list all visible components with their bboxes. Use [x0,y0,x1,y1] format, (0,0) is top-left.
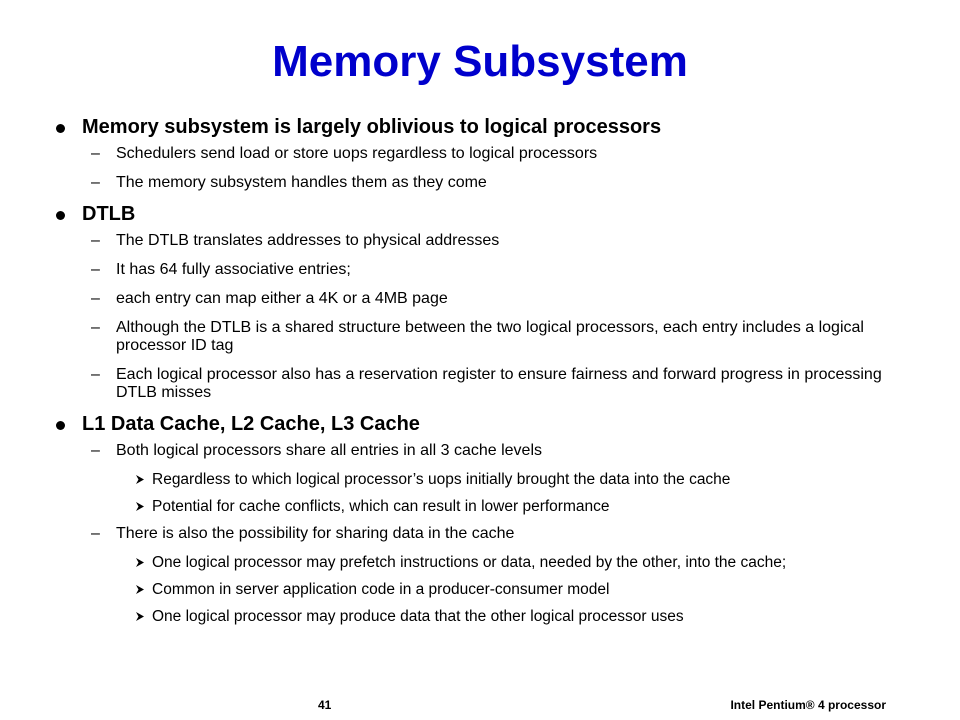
bullet-text: L1 Data Cache, L2 Cache, L3 Cache [82,413,420,435]
filled-circle-bullet-icon [56,211,65,220]
dash-marker: – [91,261,100,278]
dash-marker: – [91,145,100,162]
bullet-level3: Regardless to which logical processor’s … [56,471,906,488]
filled-circle-bullet-icon [56,124,65,133]
arrowhead-bullet-icon [136,585,144,594]
bullet-level2: – The memory subsystem handles them as t… [56,174,906,192]
bullet-text: Both logical processors share all entrie… [116,442,542,459]
bullet-level2: – Each logical processor also has a rese… [56,366,906,402]
bullet-level2: – The DTLB translates addresses to physi… [56,232,906,250]
dash-marker: – [91,442,100,459]
bullet-text: Potential for cache conflicts, which can… [152,498,610,515]
bullet-text: One logical processor may prefetch instr… [152,554,787,571]
arrowhead-bullet-icon [136,558,144,567]
bullet-level2: – There is also the possibility for shar… [56,525,906,543]
dash-marker: – [91,319,100,336]
bullet-level2: – Both logical processors share all entr… [56,442,906,460]
bullet-level1: Memory subsystem is largely oblivious to… [56,116,906,139]
bullet-level2: – Schedulers send load or store uops reg… [56,145,906,163]
bullet-text: DTLB [82,203,136,225]
bullet-text: It has 64 fully associative entries; [116,261,351,278]
page-title: Memory Subsystem [272,37,688,86]
dash-marker: – [91,232,100,249]
bullet-level3: One logical processor may prefetch instr… [56,554,906,571]
dash-marker: – [91,290,100,307]
bullet-text: Schedulers send load or store uops regar… [116,145,598,162]
bullet-level2: – Although the DTLB is a shared structur… [56,319,906,355]
bullet-text: Although the DTLB is a shared structure … [116,319,864,354]
bullet-level3: One logical processor may produce data t… [56,608,906,625]
bullet-text: There is also the possibility for sharin… [116,525,515,542]
bullet-text: The memory subsystem handles them as the… [116,174,487,191]
bullet-level3: Common in server application code in a p… [56,581,906,598]
slide-content: Memory subsystem is largely oblivious to… [56,116,906,635]
bullet-level2: – It has 64 fully associative entries; [56,261,906,279]
bullet-text: Memory subsystem is largely oblivious to… [82,116,662,138]
arrowhead-bullet-icon [136,475,144,484]
bullet-level2: – each entry can map either a 4K or a 4M… [56,290,906,308]
bullet-text: each entry can map either a 4K or a 4MB … [116,290,448,307]
bullet-level3: Potential for cache conflicts, which can… [56,498,906,515]
bullet-text: The DTLB translates addresses to physica… [116,232,500,249]
arrowhead-bullet-icon [136,612,144,621]
page-number: 41 [318,698,332,712]
bullet-text: Regardless to which logical processor’s … [152,471,731,488]
footer-text: Intel Pentium® 4 processor [730,698,886,712]
bullet-text: Each logical processor also has a reserv… [116,366,882,401]
dash-marker: – [91,366,100,383]
bullet-level1: DTLB [56,203,906,226]
bullet-text: Common in server application code in a p… [152,581,610,598]
arrowhead-bullet-icon [136,502,144,511]
dash-marker: – [91,525,100,542]
bullet-text: One logical processor may produce data t… [152,608,684,625]
bullet-level1: L1 Data Cache, L2 Cache, L3 Cache [56,413,906,436]
dash-marker: – [91,174,100,191]
filled-circle-bullet-icon [56,421,65,430]
